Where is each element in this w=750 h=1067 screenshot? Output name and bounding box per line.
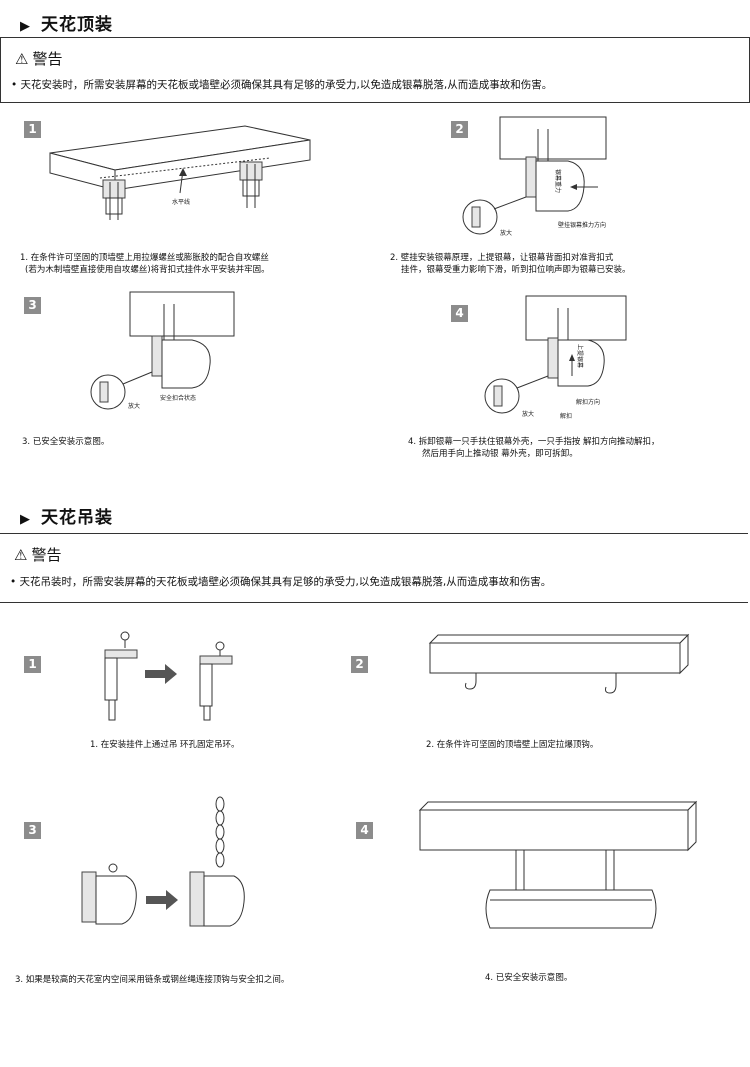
step-badge-s1: 1 (24, 656, 41, 673)
step-4-caption-line2: 然后用手向上推动银 幕外壳，即可拆卸。 (422, 449, 578, 459)
step-badge-s4: 4 (356, 822, 373, 839)
step-4-caption-line1: 4. 拆卸银幕一只手扶住银幕外壳，一只手指按 解扣方向推动解扣， (408, 437, 660, 447)
warning-triangle-icon: ⚠ (15, 50, 29, 68)
warning-heading: ⚠警告 (15, 50, 63, 68)
label-zoom: 放大 (128, 402, 140, 410)
warning-heading: ⚠警告 (14, 546, 62, 564)
diagram-suspension-installed (418, 800, 698, 929)
label-release-direction: 解扣方向 (576, 398, 600, 406)
label-safe-lock-state: 安全扣合状态 (160, 394, 196, 402)
section-title-text: 天花吊装 (41, 508, 113, 528)
label-release: 解扣 (560, 412, 572, 420)
suspension-step-2-caption: 2. 在条件许可坚固的顶墙壁上固定拉爆顶钩。 (426, 740, 599, 750)
label-lift-screen: 上提银幕 (576, 344, 584, 368)
label-zoom: 放大 (522, 410, 534, 418)
step-2-caption-line2: 挂件，银幕受重力影响下滑，听到扣位响声即为银幕已安装。 (401, 265, 631, 275)
step-badge-s2: 2 (351, 656, 368, 673)
diagram-removal: 上提银幕 放大 解扣 解扣方向 (484, 295, 627, 420)
diagram-wall-hang-principle: 银幕重力 放大 壁挂银幕推力方向 (462, 116, 607, 237)
step-badge-2: 2 (451, 121, 468, 138)
step-badge-4: 4 (451, 305, 468, 322)
label-zoom: 放大 (500, 229, 512, 237)
label-screen-gravity: 银幕重力 (554, 169, 562, 193)
warning-box-ceiling: ⚠警告 • 天花安装时，所需安装屏幕的天花板或墙壁必须确保其具有足够的承受力,以… (0, 37, 750, 103)
suspension-step-1-caption: 1. 在安装挂件上通过吊 环孔固定吊环。 (90, 740, 240, 750)
step-2-caption-line1: 2. 壁挂安装银幕原理，上提银幕，让银幕背面扣对准背扣式 (390, 253, 614, 263)
diagram-chain-connection (81, 796, 245, 927)
diagram-attach-hanging-ring (104, 631, 233, 721)
warning-text: • 天花安装时，所需安装屏幕的天花板或墙壁必须确保其具有足够的承受力,以免造成银… (11, 79, 553, 91)
section-title-text: 天花顶装 (41, 15, 113, 35)
label-push-direction: 壁挂银幕推力方向 (558, 221, 606, 229)
diagram-ceiling-bracket-install: 水平线 (49, 125, 311, 220)
step-badge-1: 1 (24, 121, 41, 138)
warning-text: • 天花吊装时，所需安装屏幕的天花板或墙壁必须确保其具有足够的承受力,以免造成银… (10, 576, 552, 588)
label-level-line: 水平线 (172, 198, 190, 206)
suspension-step-4-caption: 4. 已安全安装示意图。 (485, 973, 573, 983)
suspension-step-3-caption: 3. 如果是较高的天花室内空间采用链条或钢丝绳连接顶钩与安全扣之间。 (15, 975, 290, 985)
section-title-ceiling-mount: ▶ 天花顶装 (20, 10, 113, 35)
play-triangle-icon: ▶ (20, 19, 31, 34)
step-1-caption-line2: (若为木制墙壁直接使用自攻螺丝)将背扣式挂件水平安装并牢固。 (25, 265, 270, 275)
diagram-installed-safe: 放大 安全扣合状态 (90, 291, 235, 410)
section-title-suspension-mount: ▶ 天花吊装 (20, 503, 113, 528)
step-badge-3: 3 (24, 297, 41, 314)
warning-box-suspension: ⚠警告 • 天花吊装时，所需安装屏幕的天花板或墙壁必须确保其具有足够的承受力,以… (0, 533, 748, 603)
step-3-caption: 3. 已安全安装示意图。 (22, 437, 110, 447)
warning-triangle-icon: ⚠ (14, 546, 28, 564)
step-badge-s3: 3 (24, 822, 41, 839)
play-triangle-icon: ▶ (20, 512, 31, 527)
step-1-caption-line1: 1. 在条件许可坚固的顶墙壁上用拉爆螺丝或膨胀胶的配合自攻螺丝 (20, 253, 269, 263)
diagram-ceiling-hooks (428, 633, 690, 694)
